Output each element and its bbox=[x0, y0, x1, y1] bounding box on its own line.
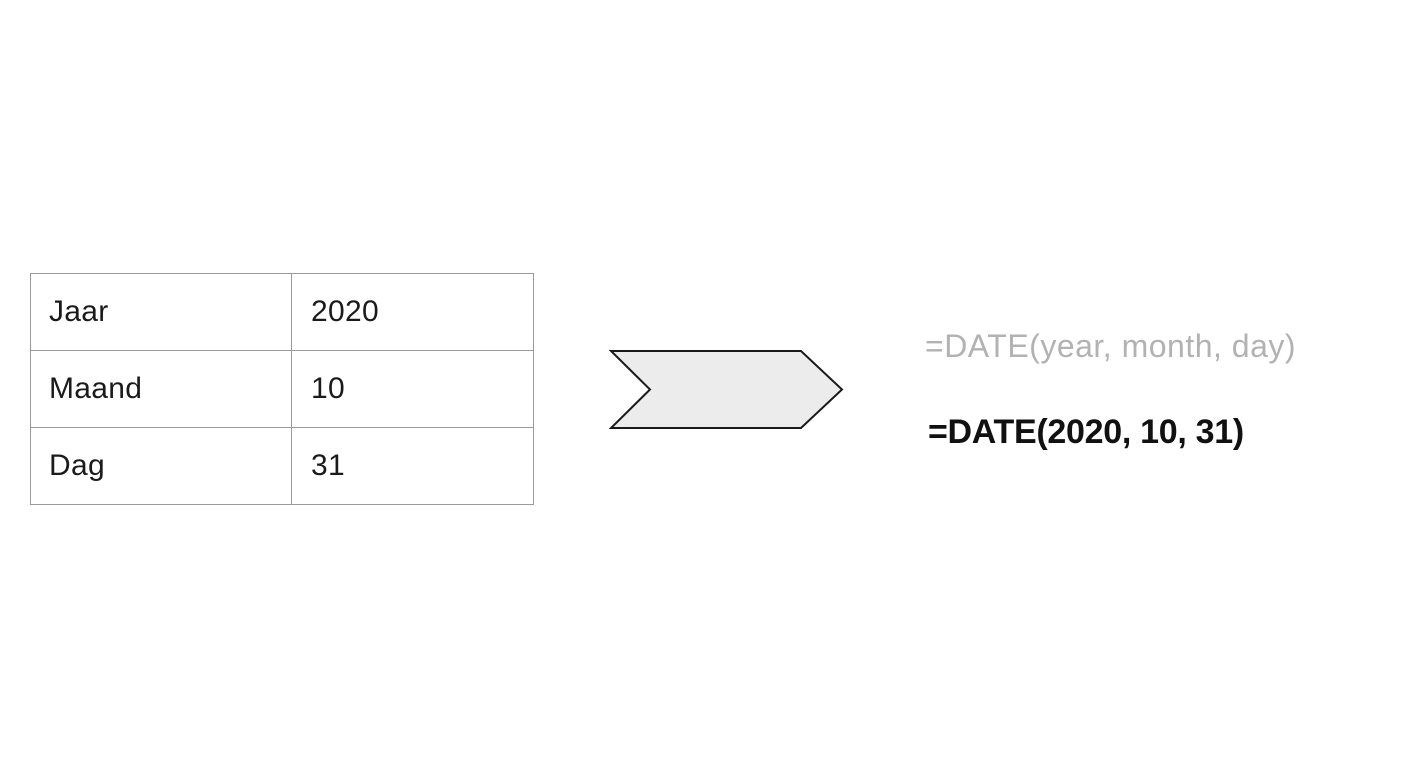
table-row-month: Maand 10 bbox=[31, 350, 533, 427]
date-parts-table: Jaar 2020 Maand 10 Dag 31 bbox=[30, 273, 534, 505]
month-label-cell: Maand bbox=[31, 351, 292, 427]
day-value-cell: 31 bbox=[311, 449, 345, 482]
date-formula-syntax-text: =DATE(year, month, day) bbox=[925, 328, 1297, 364]
chevron-right-arrow-icon bbox=[608, 349, 844, 430]
year-label-cell: Jaar bbox=[31, 274, 292, 350]
month-value-cell: 10 bbox=[311, 372, 345, 405]
table-row-day: Dag 31 bbox=[31, 427, 533, 504]
date-formula-result-text: =DATE(2020, 10, 31) bbox=[928, 413, 1244, 451]
day-label-cell: Dag bbox=[31, 428, 292, 504]
chevron-right-arrow-shape bbox=[608, 350, 844, 429]
year-value-cell: 2020 bbox=[311, 295, 379, 328]
table-row-year: Jaar 2020 bbox=[31, 274, 533, 350]
